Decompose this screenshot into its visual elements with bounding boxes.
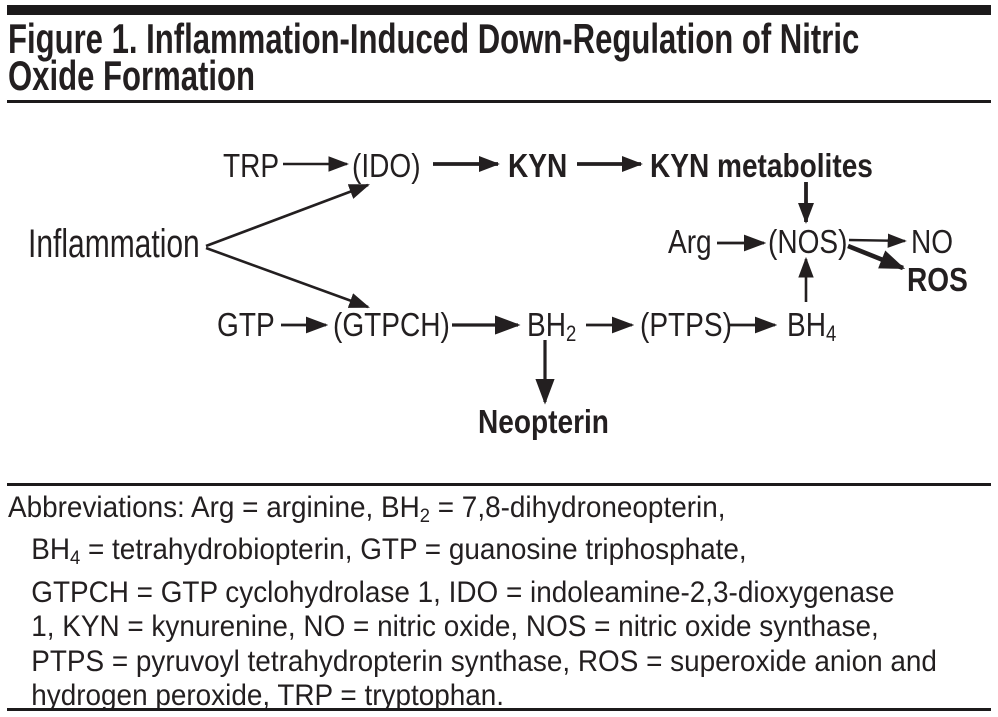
arrow-inflammation-to-ido bbox=[205, 183, 370, 248]
node-kyn-metabolites: KYN metabolites bbox=[650, 147, 873, 184]
abbreviations-line-1: Abbreviations: Arg = arginine, BH2 = 7,8… bbox=[8, 491, 726, 527]
abbreviations-line-4: 1, KYN = kynurenine, NO = nitric oxide, … bbox=[31, 610, 879, 643]
arrow-nos-to-ros bbox=[847, 243, 906, 271]
node-trp: TRP bbox=[223, 147, 280, 184]
figure-title-line-1: Figure 1. Inflammation-Induced Down-Regu… bbox=[8, 15, 860, 62]
node-gtpch: (GTPCH) bbox=[333, 306, 450, 343]
abbreviations-line-2: BH4 = tetrahydrobiopterin, GTP = guanosi… bbox=[31, 533, 747, 569]
figure-title-line-2: Oxide Formation bbox=[8, 52, 255, 99]
node-inflammation: Inflammation bbox=[28, 222, 200, 266]
abbreviations-bottom-rule bbox=[7, 708, 991, 711]
abbreviations-line-5: PTPS = pyruvoyl tetrahydropterin synthas… bbox=[31, 644, 937, 678]
node-ptps: (PTPS) bbox=[640, 306, 732, 343]
arrow-nos-to-no bbox=[848, 233, 907, 248]
abbreviations-line-3: GTPCH = GTP cyclohydrolase 1, IDO = indo… bbox=[31, 575, 895, 609]
abbreviations-block: Abbreviations: Arg = arginine, BH2 = 7,8… bbox=[8, 491, 998, 714]
node-gtp: GTP bbox=[217, 306, 275, 343]
abbreviations-line-6: hydrogen peroxide, TRP = tryptophan. bbox=[31, 679, 505, 712]
figure-title: Figure 1. Inflammation-Induced Down-Regu… bbox=[8, 15, 985, 99]
arrow-inflammation-to-gtpch bbox=[205, 246, 370, 309]
node-nos: (NOS) bbox=[768, 223, 848, 260]
node-ido: (IDO) bbox=[352, 147, 421, 184]
abbreviations-top-rule bbox=[7, 483, 991, 486]
node-no: NO bbox=[911, 223, 954, 260]
node-neopterin: Neopterin bbox=[478, 403, 609, 440]
title-divider-rule bbox=[7, 100, 991, 103]
node-ros: ROS bbox=[907, 261, 968, 298]
node-bh4: BH4 bbox=[787, 306, 837, 347]
top-black-bar bbox=[7, 5, 991, 15]
node-kyn: KYN bbox=[508, 147, 568, 184]
node-bh2: BH2 bbox=[527, 306, 577, 347]
node-arg: Arg bbox=[668, 223, 712, 260]
